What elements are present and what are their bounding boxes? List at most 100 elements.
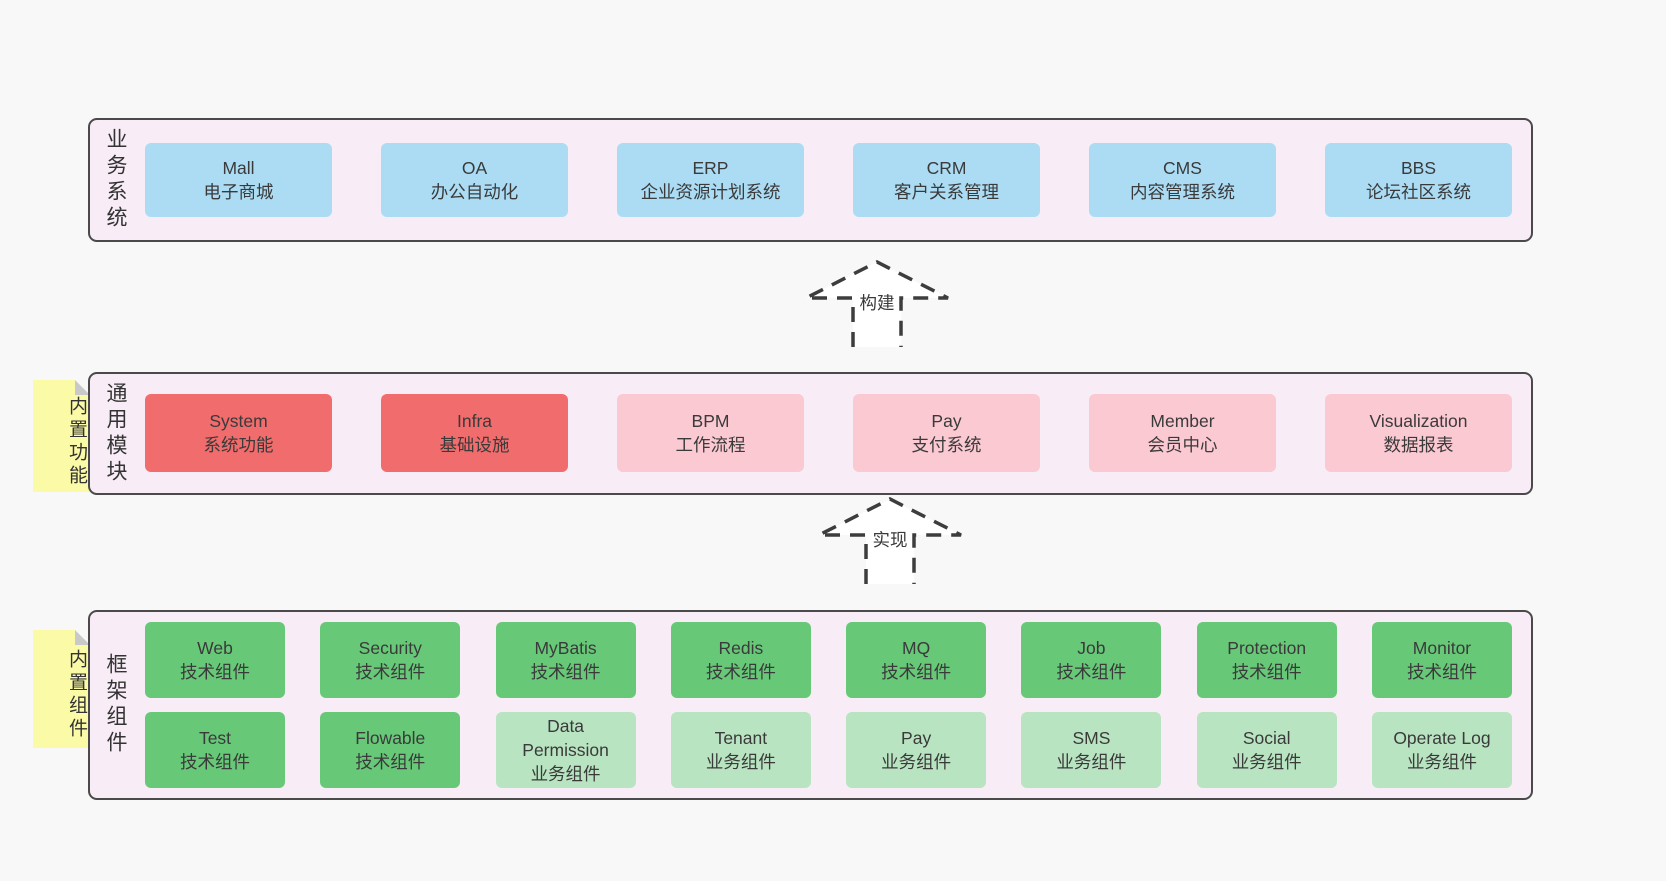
box-monitor: Monitor 技术组件 <box>1371 622 1512 698</box>
box-title: Operate Log <box>1393 728 1491 748</box>
box-subtitle: 业务组件 <box>530 764 601 784</box>
box-infra: Infra 基础设施 <box>381 394 568 472</box>
box-title: Flowable <box>355 728 426 748</box>
box-mall: Mall 电子商城 <box>145 143 332 217</box>
box-subtitle: 基础设施 <box>439 435 510 455</box>
box-subtitle: 业务组件 <box>705 752 776 772</box>
box-crm: CRM 客户关系管理 <box>853 143 1040 217</box>
box-test: Test 技术组件 <box>145 712 285 788</box>
box-social: Social 业务组件 <box>1196 712 1337 788</box>
box-subtitle: 技术组件 <box>705 662 776 682</box>
box-subtitle: 技术组件 <box>1056 662 1127 682</box>
arrow-label: 实现 <box>869 528 911 552</box>
box-title: Member <box>1150 411 1215 431</box>
box-subtitle: 技术组件 <box>881 662 952 682</box>
box-system: System 系统功能 <box>145 394 332 472</box>
box-security: Security 技术组件 <box>320 622 461 698</box>
box-erp: ERP 企业资源计划系统 <box>617 143 804 217</box>
box-title: CRM <box>926 158 967 178</box>
box-title: Pay <box>931 411 962 431</box>
sticky-label: 内置组件 <box>66 649 87 741</box>
panel-business-systems: 业务系统 Mall 电子商城 OA 办公自动化 ERP 企业资源计划系统 CRM… <box>88 118 1533 242</box>
box-web: Web 技术组件 <box>145 622 285 698</box>
box-mybatis: MyBatis 技术组件 <box>495 622 636 698</box>
box-pay: Pay 支付系统 <box>853 394 1040 472</box>
box-subtitle: 技术组件 <box>1231 662 1302 682</box>
box-title: SMS <box>1072 728 1111 748</box>
box-title: Social <box>1242 728 1291 748</box>
box-oa: OA 办公自动化 <box>381 143 568 217</box>
box-title: Data Permission <box>522 716 609 760</box>
box-cms: CMS 内容管理系统 <box>1089 143 1276 217</box>
box-operate-log: Operate Log 业务组件 <box>1371 712 1512 788</box>
box-bpm: BPM 工作流程 <box>617 394 804 472</box>
box-subtitle: 业务组件 <box>1231 752 1302 772</box>
box-title: BBS <box>1400 158 1437 178</box>
box-subtitle: 办公自动化 <box>430 182 519 202</box>
box-job: Job 技术组件 <box>1021 622 1162 698</box>
sticky-note-built-in-components: 内置组件 <box>33 630 90 748</box>
panel-common-modules: 通用模块 System 系统功能 Infra 基础设施 BPM 工作流程 Pay… <box>88 372 1533 495</box>
panel-framework-components: 框架组件 Web 技术组件 Security 技术组件 MyBatis 技术组件… <box>88 610 1533 800</box>
box-title: ERP <box>692 158 729 178</box>
box-subtitle: 内容管理系统 <box>1130 182 1235 202</box>
sticky-label: 内置功能 <box>66 396 87 488</box>
box-subtitle: 客户关系管理 <box>894 182 999 202</box>
box-subtitle: 业务组件 <box>1056 752 1127 772</box>
box-pay-business: Pay 业务组件 <box>846 712 987 788</box>
box-subtitle: 工作流程 <box>675 435 746 455</box>
box-title: CMS <box>1163 158 1202 178</box>
box-subtitle: 技术组件 <box>530 662 601 682</box>
framework-box-row-2: Test 技术组件 Flowable 技术组件 Data Permission … <box>145 712 1512 788</box>
box-subtitle: 技术组件 <box>355 752 426 772</box>
box-protection: Protection 技术组件 <box>1196 622 1337 698</box>
box-title: Infra <box>456 411 493 431</box>
box-subtitle: 业务组件 <box>881 752 952 772</box>
box-redis: Redis 技术组件 <box>670 622 811 698</box>
box-member: Member 会员中心 <box>1089 394 1276 472</box>
box-title: Pay <box>901 728 932 748</box>
box-subtitle: 技术组件 <box>180 662 250 682</box>
box-subtitle: 技术组件 <box>1406 662 1477 682</box>
box-tenant: Tenant 业务组件 <box>670 712 811 788</box>
sticky-note-built-in-functions: 内置功能 <box>33 380 90 492</box>
box-subtitle: 业务组件 <box>1406 752 1477 772</box>
box-subtitle: 支付系统 <box>911 435 982 455</box>
section-label-framework: 框架组件 <box>104 653 127 757</box>
box-subtitle: 论坛社区系统 <box>1366 182 1471 202</box>
box-subtitle: 数据报表 <box>1383 435 1454 455</box>
box-title: System <box>209 411 268 431</box>
business-box-row: Mall 电子商城 OA 办公自动化 ERP 企业资源计划系统 CRM 客户关系… <box>145 143 1512 217</box>
box-visualization: Visualization 数据报表 <box>1325 394 1512 472</box>
box-subtitle: 企业资源计划系统 <box>640 182 781 202</box>
box-subtitle: 会员中心 <box>1147 435 1218 455</box>
arrow-label: 构建 <box>856 291 898 315</box>
implement-arrow: 实现 <box>815 496 965 584</box>
build-arrow: 构建 <box>802 259 952 347</box>
modules-box-row: System 系统功能 Infra 基础设施 BPM 工作流程 Pay 支付系统… <box>145 394 1512 472</box>
box-title: Security <box>358 638 422 658</box>
box-title: MyBatis <box>534 638 597 658</box>
box-subtitle: 电子商城 <box>203 182 274 202</box>
box-title: MQ <box>902 638 931 658</box>
box-sms: SMS 业务组件 <box>1021 712 1162 788</box>
box-data-permission: Data Permission 业务组件 <box>495 712 636 788</box>
box-subtitle: 技术组件 <box>180 752 250 772</box>
section-label-modules: 通用模块 <box>104 381 127 486</box>
box-title: Web <box>197 638 233 658</box>
framework-box-row-1: Web 技术组件 Security 技术组件 MyBatis 技术组件 Redi… <box>145 622 1512 698</box>
box-title: Visualization <box>1369 411 1468 431</box>
box-mq: MQ 技术组件 <box>846 622 987 698</box>
box-title: Protection <box>1227 638 1307 658</box>
box-title: Job <box>1077 638 1106 658</box>
box-title: BPM <box>691 411 730 431</box>
box-title: Monitor <box>1412 638 1472 658</box>
box-bbs: BBS 论坛社区系统 <box>1325 143 1512 217</box>
box-subtitle: 系统功能 <box>203 435 274 455</box>
box-subtitle: 技术组件 <box>355 662 426 682</box>
box-title: Tenant <box>714 728 768 748</box>
box-title: Redis <box>718 638 764 658</box>
box-title: OA <box>461 158 488 178</box>
box-title: Mall <box>222 158 255 178</box>
